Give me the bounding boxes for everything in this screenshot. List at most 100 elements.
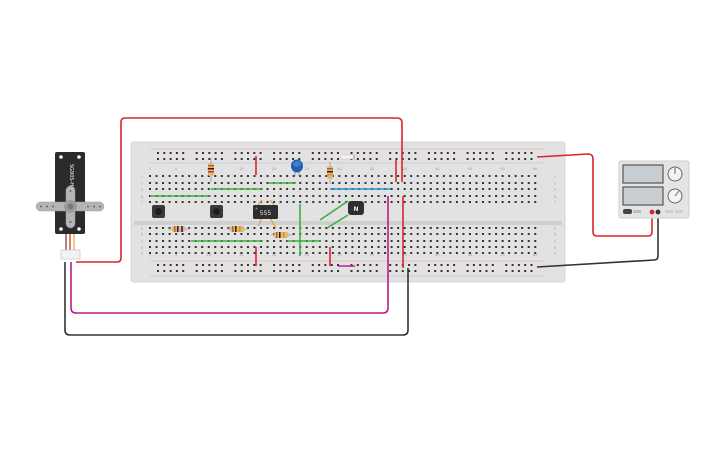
breadboard-hole[interactable] [286, 188, 289, 190]
breadboard-hole[interactable] [482, 227, 485, 229]
breadboard-hole[interactable] [181, 201, 184, 203]
breadboard-hole[interactable] [488, 233, 491, 235]
breadboard-hole[interactable] [479, 152, 482, 154]
breadboard-hole[interactable] [384, 175, 387, 177]
breadboard-hole[interactable] [384, 195, 387, 197]
breadboard-hole[interactable] [410, 201, 413, 203]
breadboard-hole[interactable] [505, 270, 508, 272]
breadboard-hole[interactable] [414, 264, 417, 266]
breadboard-hole[interactable] [403, 201, 406, 203]
breadboard-hole[interactable] [266, 182, 269, 184]
breadboard-hole[interactable] [485, 264, 488, 266]
breadboard-hole[interactable] [514, 188, 517, 190]
breadboard-hole[interactable] [466, 270, 469, 272]
breadboard-hole[interactable] [344, 195, 347, 197]
breadboard-hole[interactable] [227, 201, 230, 203]
breadboard-hole[interactable] [527, 240, 530, 242]
breadboard-hole[interactable] [292, 195, 295, 197]
breadboard-hole[interactable] [292, 252, 295, 254]
breadboard-hole[interactable] [455, 175, 458, 177]
breadboard-hole[interactable] [247, 270, 249, 272]
capacitor-ceramic[interactable] [291, 159, 303, 177]
breadboard-hole[interactable] [214, 182, 217, 184]
breadboard-hole[interactable] [521, 195, 524, 197]
breadboard-hole[interactable] [521, 227, 524, 229]
breadboard-hole[interactable] [181, 233, 184, 235]
breadboard-hole[interactable] [436, 195, 439, 197]
breadboard-hole[interactable] [442, 227, 445, 229]
breadboard-hole[interactable] [377, 252, 380, 254]
breadboard-hole[interactable] [246, 233, 249, 235]
breadboard-hole[interactable] [475, 201, 478, 203]
breadboard-hole[interactable] [240, 246, 243, 248]
breadboard-hole[interactable] [377, 227, 380, 229]
breadboard-hole[interactable] [408, 270, 411, 272]
pushbutton-1[interactable] [152, 205, 165, 218]
breadboard-hole[interactable] [285, 264, 288, 266]
breadboard-hole[interactable] [475, 195, 478, 197]
breadboard-hole[interactable] [338, 240, 341, 242]
breadboard-hole[interactable] [429, 195, 432, 197]
wire-black-supply-negative[interactable] [536, 214, 659, 268]
breadboard-hole[interactable] [325, 246, 328, 248]
breadboard-hole[interactable] [260, 233, 263, 235]
breadboard-hole[interactable] [482, 246, 485, 248]
breadboard-hole[interactable] [344, 227, 347, 229]
breadboard-hole[interactable] [440, 270, 443, 272]
breadboard-hole[interactable] [479, 158, 482, 160]
breadboard-hole[interactable] [442, 240, 445, 242]
breadboard-hole[interactable] [311, 152, 314, 154]
breadboard-hole[interactable] [234, 158, 237, 160]
breadboard-hole[interactable] [324, 264, 327, 266]
breadboard-hole[interactable] [266, 188, 269, 190]
breadboard-hole[interactable] [325, 182, 328, 184]
breadboard-hole[interactable] [220, 270, 223, 272]
breadboard-hole[interactable] [246, 201, 249, 203]
breadboard-hole[interactable] [410, 240, 413, 242]
breadboard-hole[interactable] [449, 240, 452, 242]
breadboard-hole[interactable] [495, 252, 498, 254]
breadboard-hole[interactable] [517, 264, 520, 266]
positive-terminal[interactable] [649, 209, 655, 215]
breadboard-hole[interactable] [501, 252, 504, 254]
breadboard-hole[interactable] [485, 270, 488, 272]
breadboard-hole[interactable] [305, 252, 308, 254]
breadboard-hole[interactable] [325, 240, 328, 242]
breadboard-hole[interactable] [462, 188, 465, 190]
wire-magenta-servo-signal[interactable] [70, 196, 389, 314]
breadboard-hole[interactable] [408, 264, 411, 266]
breadboard-hole[interactable] [169, 264, 172, 266]
breadboard-hole[interactable] [462, 252, 465, 254]
breadboard-hole[interactable] [514, 201, 517, 203]
breadboard-hole[interactable] [292, 158, 294, 160]
breadboard-hole[interactable] [168, 233, 171, 235]
breadboard-hole[interactable] [157, 158, 159, 160]
breadboard-hole[interactable] [305, 175, 308, 177]
breadboard-hole[interactable] [331, 182, 334, 184]
breadboard-hole[interactable] [423, 195, 426, 197]
breadboard-hole[interactable] [207, 227, 210, 229]
resistor-4[interactable] [227, 226, 248, 232]
breadboard-hole[interactable] [331, 195, 334, 197]
breadboard-hole[interactable] [475, 233, 478, 235]
breadboard-hole[interactable] [195, 270, 198, 272]
breadboard-hole[interactable] [233, 201, 236, 203]
breadboard-hole[interactable] [508, 188, 511, 190]
breadboard-hole[interactable] [311, 158, 314, 160]
breadboard-hole[interactable] [286, 227, 289, 229]
breadboard-hole[interactable] [188, 188, 191, 190]
breadboard-hole[interactable] [292, 270, 294, 272]
breadboard-hole[interactable] [240, 158, 243, 160]
breadboard-hole[interactable] [521, 252, 524, 254]
breadboard-hole[interactable] [371, 195, 374, 197]
breadboard-hole[interactable] [338, 252, 341, 254]
breadboard-hole[interactable] [181, 175, 184, 177]
breadboard-hole[interactable] [501, 246, 504, 248]
breadboard-hole[interactable] [279, 240, 282, 242]
breadboard-hole[interactable] [273, 252, 276, 254]
breadboard-hole[interactable] [201, 246, 204, 248]
breadboard-hole[interactable] [175, 152, 178, 154]
breadboard-hole[interactable] [389, 158, 392, 160]
breadboard-hole[interactable] [208, 270, 211, 272]
breadboard-hole[interactable] [253, 195, 256, 197]
